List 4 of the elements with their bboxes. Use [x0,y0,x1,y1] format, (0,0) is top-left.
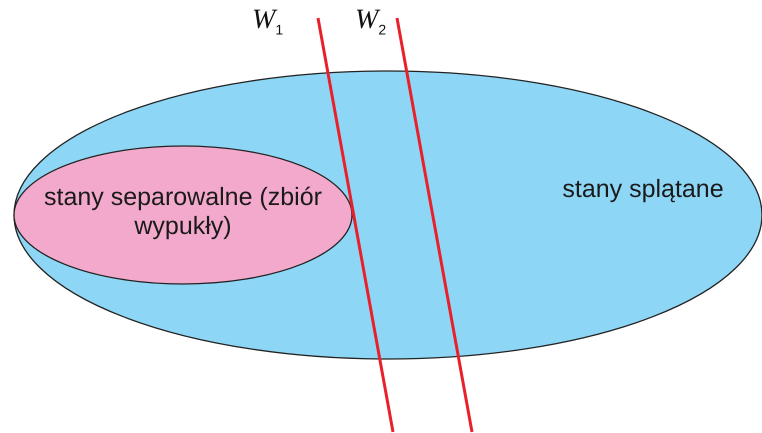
set-label: stany splątane [561,175,725,204]
set-label: stany separowalne (zbiór wypukły) [43,183,323,241]
witness-label: W$_{2}$ [355,4,386,38]
witness-label: W$_{1}$ [252,4,284,38]
